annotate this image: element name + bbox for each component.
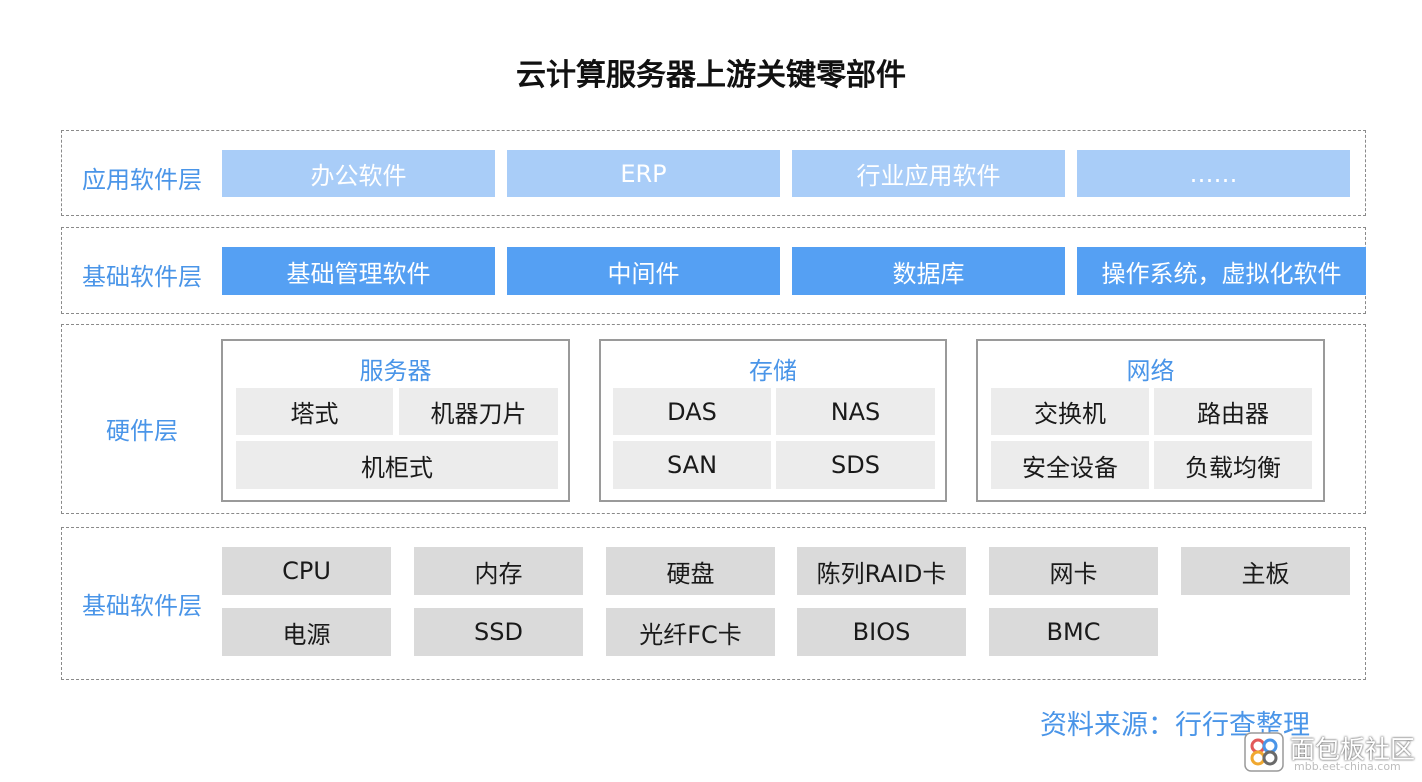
network-group-title: 网络 [1126, 357, 1175, 385]
server-group: 服务器 塔式 机器刀片 机柜式 [221, 339, 570, 502]
diagram-title: 云计算服务器上游关键零部件 [516, 58, 906, 93]
component-power-supply: 电源 [222, 608, 391, 656]
component-cpu: CPU [222, 547, 391, 595]
watermark: 面包板社区 mbb.eet-china.com [1240, 728, 1422, 782]
component-ssd: SSD [414, 608, 583, 656]
server-tower: 塔式 [236, 388, 393, 435]
component-nic: 网卡 [989, 547, 1158, 595]
component-hard-disk: 硬盘 [606, 547, 775, 595]
storage-sds: SDS [776, 441, 935, 489]
network-security-device: 安全设备 [991, 441, 1149, 489]
base-software-layer: 基础软件层 基础管理软件 中间件 数据库 操作系统，虚拟化软件 [61, 227, 1366, 314]
app-item-office: 办公软件 [222, 150, 495, 197]
base-item-database: 数据库 [792, 247, 1065, 295]
storage-nas: NAS [776, 388, 935, 435]
network-router: 路由器 [1154, 388, 1312, 435]
server-rack: 机柜式 [236, 441, 558, 489]
storage-group-title: 存储 [749, 357, 797, 385]
network-load-balancer: 负载均衡 [1154, 441, 1312, 489]
component-bmc: BMC [989, 608, 1158, 656]
watermark-text: 面包板社区 [1290, 735, 1416, 764]
base-item-os-virtualization: 操作系统，虚拟化软件 [1077, 247, 1366, 295]
storage-san: SAN [613, 441, 771, 489]
storage-group: 存储 DAS NAS SAN SDS [599, 339, 947, 502]
base-item-management: 基础管理软件 [222, 247, 495, 295]
hardware-layer: 硬件层 服务器 塔式 机器刀片 机柜式 存储 DAS NAS SAN SDS 网… [61, 324, 1366, 514]
component-bios: BIOS [797, 608, 966, 656]
hardware-layer-label: 硬件层 [106, 417, 178, 445]
component-raid-card: 陈列RAID卡 [797, 547, 966, 595]
application-layer: 应用软件层 办公软件 ERP 行业应用软件 …… [61, 130, 1366, 216]
network-group: 网络 交换机 路由器 安全设备 负载均衡 [976, 339, 1325, 502]
server-blade: 机器刀片 [399, 388, 558, 435]
component-memory: 内存 [414, 547, 583, 595]
component-motherboard: 主板 [1181, 547, 1350, 595]
storage-das: DAS [613, 388, 771, 435]
component-fc-card: 光纤FC卡 [606, 608, 775, 656]
watermark-url: mbb.eet-china.com [1294, 760, 1401, 773]
base-item-middleware: 中间件 [507, 247, 780, 295]
network-switch: 交换机 [991, 388, 1149, 435]
community-logo-icon [1244, 732, 1284, 772]
app-item-industry: 行业应用软件 [792, 150, 1065, 197]
app-item-more: …… [1077, 150, 1350, 197]
server-group-title: 服务器 [359, 357, 432, 385]
components-layer: 基础软件层 CPU 内存 硬盘 陈列RAID卡 网卡 主板 电源 SSD 光纤F… [61, 527, 1366, 680]
components-layer-label: 基础软件层 [82, 592, 202, 620]
app-item-erp: ERP [507, 150, 780, 197]
application-layer-label: 应用软件层 [82, 166, 202, 194]
base-software-layer-label: 基础软件层 [82, 263, 202, 291]
